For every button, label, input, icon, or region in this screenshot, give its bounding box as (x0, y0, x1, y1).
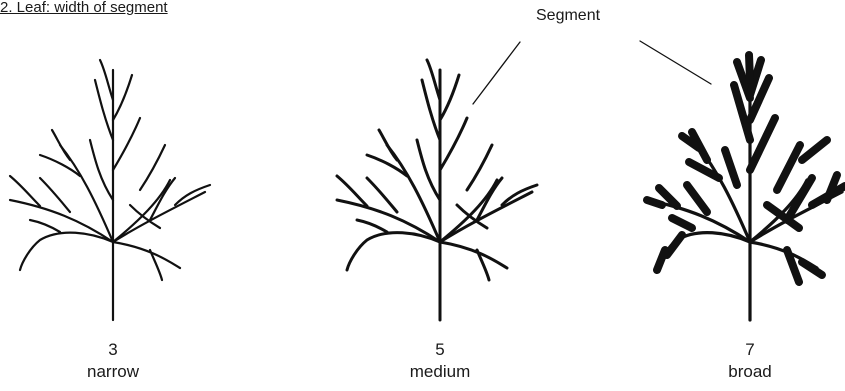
caption-note: 5 (435, 340, 445, 359)
caption-label: broad (728, 362, 772, 381)
segment-leader-line-2 (639, 40, 712, 85)
segment-leader-line-1 (472, 41, 521, 105)
segment-callout-label: Segment (536, 7, 601, 24)
leaf-medium (335, 58, 539, 322)
leaf-narrow (8, 58, 212, 322)
caption-narrow: 3 narrow (43, 339, 183, 383)
caption-note: 7 (745, 340, 755, 359)
caption-note: 3 (108, 340, 118, 359)
caption-label: medium (409, 362, 471, 381)
caption-medium: 5 medium (370, 339, 510, 383)
caption-broad: 7 broad (680, 339, 820, 383)
leaf-broad (643, 51, 845, 322)
figure-title: 2. Leaf: width of segment (0, 0, 168, 16)
caption-label: narrow (87, 362, 139, 381)
